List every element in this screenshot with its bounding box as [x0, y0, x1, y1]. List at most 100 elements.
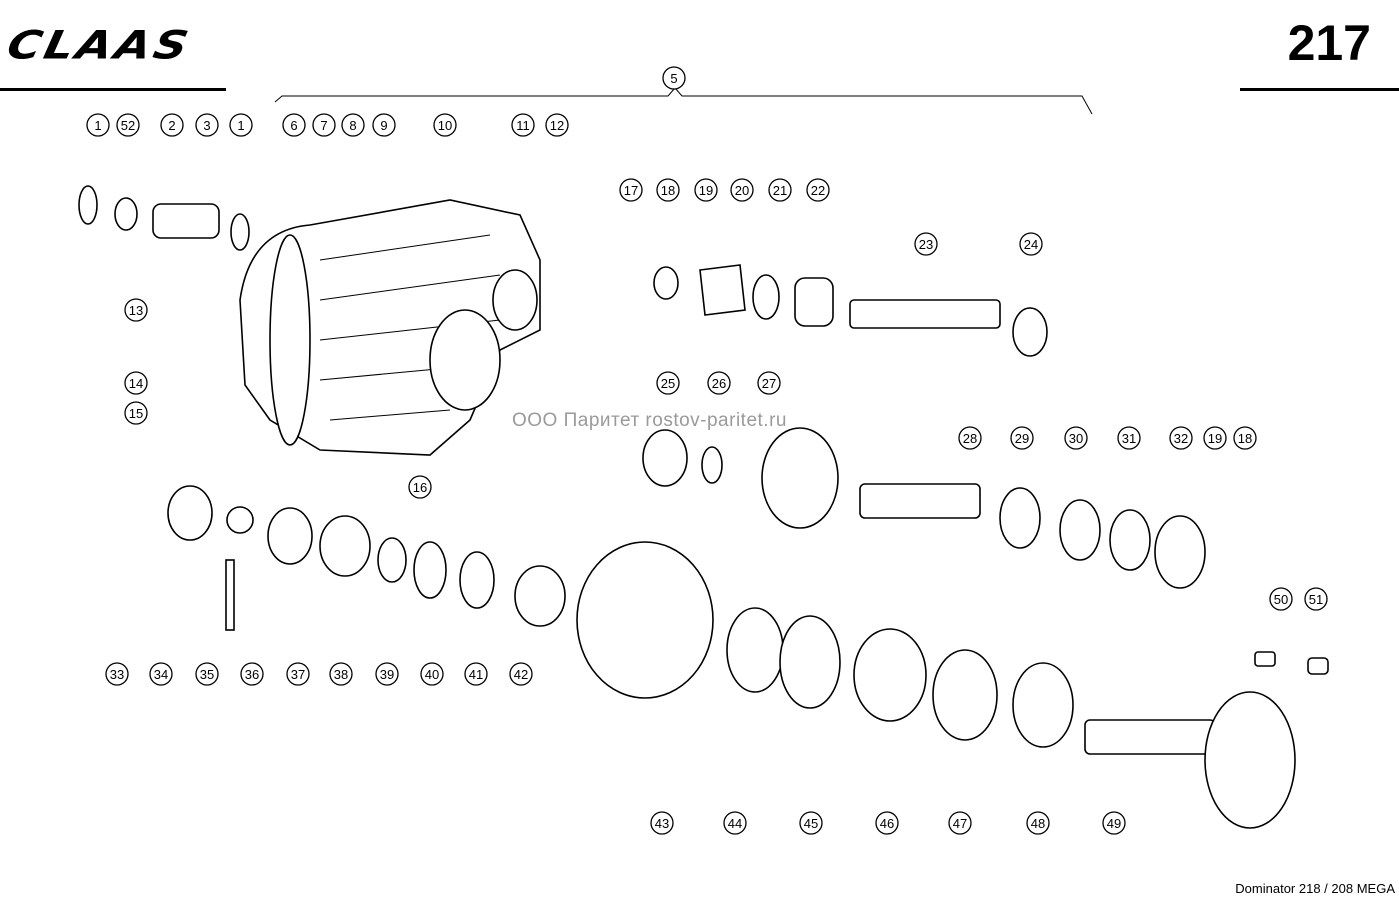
callout-47: 47 — [948, 811, 972, 835]
callout-39: 39 — [375, 662, 399, 686]
callout-label: 9 — [380, 118, 387, 133]
callout-label: 34 — [154, 667, 168, 682]
callout-circle — [229, 113, 253, 137]
callout-19: 19 — [694, 178, 718, 202]
nut-part — [226, 506, 254, 534]
callout-6: 6 — [282, 113, 306, 137]
nut-part-2 — [1307, 657, 1329, 675]
callout-circle — [768, 178, 792, 202]
callout-label: 11 — [516, 118, 530, 133]
callout-circle — [1102, 811, 1126, 835]
callout-18: 18 — [1233, 426, 1257, 450]
callout-circle — [509, 662, 533, 686]
snap-ring-part-3 — [459, 551, 495, 609]
output-flange-part — [1204, 691, 1296, 829]
callout-label: 7 — [320, 118, 327, 133]
callout-27: 27 — [757, 371, 781, 395]
callout-label: 24 — [1024, 237, 1038, 252]
callout-circle — [730, 178, 754, 202]
callout-label: 2 — [168, 118, 175, 133]
callout-29: 29 — [1010, 426, 1034, 450]
callout-circle — [286, 662, 310, 686]
callout-circle — [329, 662, 353, 686]
callout-label: 40 — [425, 667, 439, 682]
o-ring-part — [752, 274, 780, 320]
snap-ring-part — [78, 185, 98, 225]
callout-circle — [1169, 426, 1193, 450]
ring-part-3 — [377, 537, 407, 583]
flange-part — [699, 264, 746, 316]
sleeve-part — [152, 203, 220, 239]
seal-part — [1012, 662, 1074, 748]
callout-label: 19 — [1208, 431, 1222, 446]
model-footer: Dominator 218 / 208 MEGA — [1235, 881, 1395, 896]
gear-part — [761, 427, 839, 529]
callout-52: 52 — [116, 113, 140, 137]
header-rule-right — [1240, 88, 1399, 91]
callout-circle — [875, 811, 899, 835]
callout-24: 24 — [1019, 232, 1043, 256]
callout-label: 23 — [919, 237, 933, 252]
cover-part — [1154, 515, 1206, 589]
callout-label: 3 — [203, 118, 210, 133]
callout-label: 19 — [699, 183, 713, 198]
callout-36: 36 — [240, 662, 264, 686]
seal-ring-part — [653, 266, 679, 300]
callout-45: 45 — [799, 811, 823, 835]
callout-label: 28 — [963, 431, 977, 446]
callout-circle — [160, 113, 184, 137]
callout-51: 51 — [1304, 587, 1328, 611]
callout-label: 51 — [1309, 592, 1323, 607]
callout-7: 7 — [312, 113, 336, 137]
callout-label: 14 — [129, 376, 143, 391]
callout-11: 11 — [511, 113, 535, 137]
callout-circle — [723, 811, 747, 835]
callout-circle — [149, 662, 173, 686]
callout-label: 12 — [550, 118, 564, 133]
circlip-part — [726, 607, 784, 693]
callout-22: 22 — [806, 178, 830, 202]
callout-30: 30 — [1064, 426, 1088, 450]
callout-28: 28 — [958, 426, 982, 450]
callout-17: 17 — [619, 178, 643, 202]
callout-14: 14 — [124, 371, 148, 395]
callout-49: 49 — [1102, 811, 1126, 835]
callout-label: 16 — [413, 480, 427, 495]
callout-label: 49 — [1107, 816, 1121, 831]
callout-circle — [650, 811, 674, 835]
callout-circle — [282, 113, 306, 137]
callout-circle — [116, 113, 140, 137]
callout-32: 32 — [1169, 426, 1193, 450]
callout-20: 20 — [730, 178, 754, 202]
hub-part — [514, 565, 566, 627]
callout-circle — [619, 178, 643, 202]
callout-label: 6 — [290, 118, 297, 133]
callout-label: 44 — [728, 816, 742, 831]
callout-label: 25 — [661, 376, 675, 391]
header-rule-left — [0, 88, 226, 91]
bearing-part — [794, 277, 834, 327]
callout-circle — [105, 662, 129, 686]
group-callout: 5 — [662, 66, 686, 90]
callout-label: 30 — [1069, 431, 1083, 446]
callout-circle — [195, 113, 219, 137]
callout-circle — [375, 662, 399, 686]
callout-41: 41 — [464, 662, 488, 686]
callout-label: 1 — [237, 118, 244, 133]
callout-label: 37 — [291, 667, 305, 682]
gasket-part — [1109, 509, 1151, 571]
callout-circle — [464, 662, 488, 686]
input-shaft-part — [849, 299, 1001, 329]
callout-48: 48 — [1026, 811, 1050, 835]
callout-43: 43 — [650, 811, 674, 835]
callout-circle — [1203, 426, 1227, 450]
callout-circle — [958, 426, 982, 450]
callout-circle — [433, 113, 457, 137]
race-part-2 — [932, 649, 998, 741]
callout-circle — [86, 113, 110, 137]
callout-label: 41 — [469, 667, 483, 682]
callout-circle — [1064, 426, 1088, 450]
callout-40: 40 — [420, 662, 444, 686]
callout-label: 52 — [121, 118, 135, 133]
